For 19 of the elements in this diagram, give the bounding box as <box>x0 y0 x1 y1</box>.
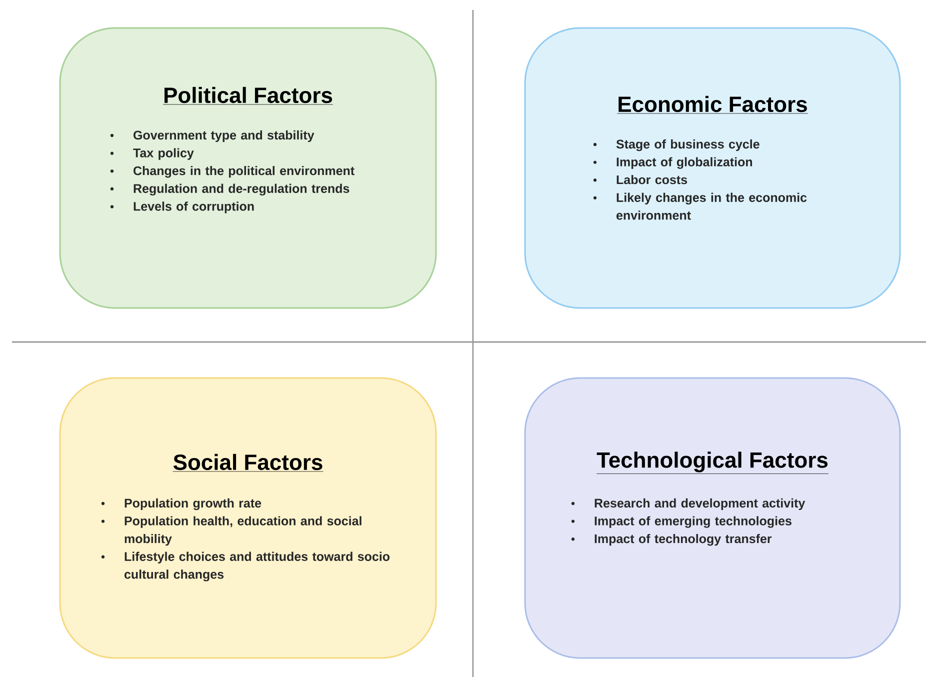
heading: Technological Factors <box>596 452 829 474</box>
bullet-item: Impact of technology transfer <box>594 534 772 546</box>
bullet-item: Government type and stability <box>134 130 314 142</box>
bullet-item: Population growth rate <box>124 498 262 510</box>
heading: Social Factors <box>172 454 324 472</box>
bullet-item: Regulation and de-regulation trends <box>134 184 350 196</box>
bullet-item: Impact of globalization <box>616 157 752 169</box>
heading: Economic Factors <box>616 96 808 114</box>
bullet-item: Impact of emerging technologies <box>594 516 792 528</box>
bullet-item: Research and development activity <box>594 498 806 510</box>
bullet-item: Population health, education and social mobility <box>124 516 362 546</box>
bullet-item: Lifestyle choices and attitudes toward socio cultural changes <box>124 552 390 582</box>
bullet-item: Levels of corruption <box>134 202 254 214</box>
bullet-item: Likely changes in the economic environment <box>616 192 807 220</box>
bullet-item: Changes in the political environment <box>134 166 354 178</box>
bullet-item: Tax policy <box>133 148 194 160</box>
bullet-item: Labor costs <box>616 175 688 184</box>
bullet-item: Stage of business cycle <box>616 139 760 152</box>
heading: Political Factors <box>162 86 334 105</box>
